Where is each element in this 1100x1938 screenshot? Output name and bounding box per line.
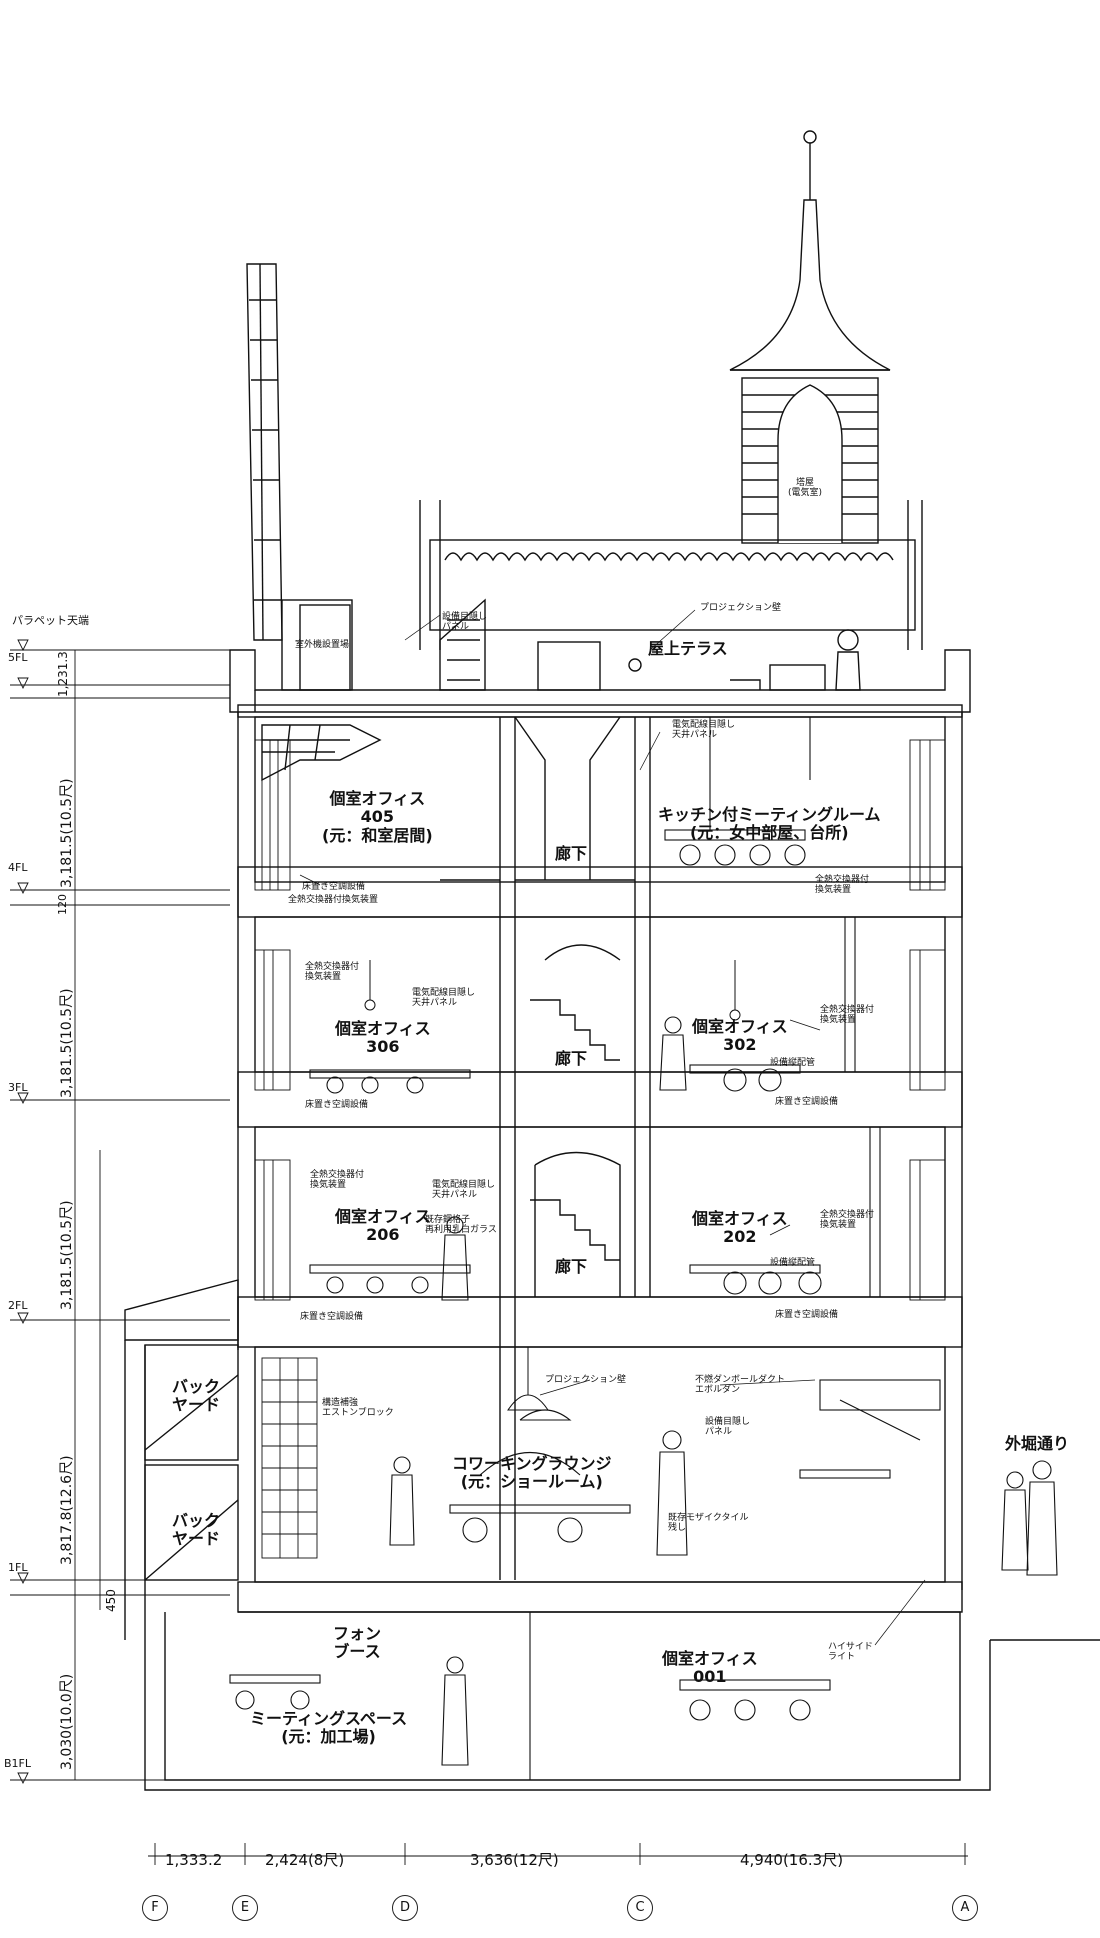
partitions bbox=[440, 716, 651, 1580]
bottom-dims bbox=[148, 1843, 968, 1865]
note-existing-glass: 既存鋼格子 再利用乳白ガラス bbox=[425, 1215, 497, 1236]
windows-left bbox=[254, 739, 318, 1559]
note-floor-ac405: 床置き空調設備 bbox=[302, 882, 366, 892]
level-lines bbox=[10, 639, 230, 1785]
grid-e: E bbox=[232, 1895, 258, 1921]
grid-a: A bbox=[952, 1895, 978, 1921]
note-floor-ac206: 床置き空調設備 bbox=[300, 1312, 364, 1322]
dim-e-d: 2,424(8尺) bbox=[265, 1851, 345, 1869]
dim-d-c: 3,636(12尺) bbox=[470, 1851, 559, 1869]
note-equip-panel: 設備目隠し パネル bbox=[442, 612, 488, 633]
room-office306: 個室オフィス 306 bbox=[335, 1019, 431, 1057]
note-vent405: 全熱交換器付換気装置 bbox=[288, 895, 379, 905]
dim-2f: 3,181.5(10.5尺) bbox=[59, 1200, 75, 1310]
note-struct-wall: 構造補強 エストンブロック bbox=[322, 1398, 394, 1419]
room-office206: 個室オフィス 206 bbox=[335, 1207, 431, 1245]
backyard-annex bbox=[124, 1279, 239, 1640]
note-elec206: 電気配線目隠し 天井パネル bbox=[432, 1180, 496, 1201]
note-vent306: 全熱交換器付 換気装置 bbox=[305, 962, 360, 983]
note-elec306: 電気配線目隠し 天井パネル bbox=[412, 988, 476, 1009]
note-floor-ac306: 床置き空調設備 bbox=[305, 1100, 369, 1110]
room-coworking: コワーキングラウンジ (元：ショールーム) bbox=[452, 1454, 612, 1492]
dim-120: 120 bbox=[56, 894, 69, 915]
note-elec-panel4: 電気配線目隠し 天井パネル bbox=[672, 720, 736, 741]
room-backyard-1: バック ヤード bbox=[172, 1377, 221, 1415]
label-street: 外堀通り bbox=[1005, 1434, 1070, 1453]
room-kitchen-meeting: キッチン付ミーティングルーム (元：女中部屋、台所) bbox=[658, 805, 881, 843]
note-floor-ac302: 床置き空調設備 bbox=[775, 1097, 839, 1107]
level-b1fl: B1FL bbox=[4, 1757, 32, 1770]
note-vent-kitchen: 全熱交換器付 換気装置 bbox=[815, 875, 870, 896]
room-corridor3: 廊下 bbox=[555, 1049, 588, 1068]
dim-450: 450 bbox=[104, 1589, 118, 1612]
room-backyard-2: バック ヤード bbox=[172, 1511, 221, 1549]
room-office302: 個室オフィス 302 bbox=[692, 1017, 788, 1055]
note-mosaic: 既存モザイクタイル 残し bbox=[668, 1513, 749, 1534]
level-2fl: 2FL bbox=[8, 1299, 28, 1312]
roof-terrace bbox=[229, 598, 971, 713]
room-tower: 塔屋 (電気室) bbox=[788, 478, 823, 499]
room-office001: 個室オフィス 001 bbox=[662, 1649, 758, 1687]
dim-1f: 3,817.8(12.6尺) bbox=[59, 1455, 75, 1565]
grid-f: F bbox=[142, 1895, 168, 1921]
room-roof-terrace: 屋上テラス bbox=[648, 639, 728, 658]
note-equip-pipe302: 設備縦配管 bbox=[770, 1058, 816, 1068]
grid-c: C bbox=[627, 1895, 653, 1921]
level-3fl: 3FL bbox=[8, 1081, 28, 1094]
level-1fl: 1FL bbox=[8, 1561, 28, 1574]
dim-c-a: 4,940(16.3尺) bbox=[740, 1851, 844, 1869]
dim-top: 1,231.3 bbox=[56, 651, 70, 697]
tower bbox=[729, 130, 891, 544]
furniture bbox=[229, 717, 941, 1780]
pendants bbox=[364, 960, 741, 1411]
note-equip-panel1f: 設備目隠し パネル bbox=[705, 1417, 751, 1438]
people bbox=[389, 1016, 1058, 1766]
dim-4f: 3,181.5(10.5尺) bbox=[59, 778, 75, 888]
windows-right bbox=[909, 739, 946, 1301]
room-office405: 個室オフィス 405 (元：和室居間) bbox=[322, 789, 433, 845]
grid-d: D bbox=[392, 1895, 418, 1921]
dim-b1: 3,030(10.0尺) bbox=[59, 1673, 75, 1770]
note-projection-1f: プロジェクション壁 bbox=[545, 1375, 627, 1385]
building-outline bbox=[144, 704, 1100, 1791]
roof-parapet bbox=[419, 500, 923, 650]
dim-f-e: 1,333.2 bbox=[165, 1851, 223, 1869]
room-corridor4: 廊下 bbox=[555, 844, 588, 863]
note-floor-ac202: 床置き空調設備 bbox=[775, 1310, 839, 1320]
note-duct: 不燃ダンボールダクト エボルダン bbox=[695, 1375, 786, 1396]
chimney bbox=[246, 263, 283, 641]
room-corridor2: 廊下 bbox=[555, 1257, 588, 1276]
note-projection-roof: プロジェクション壁 bbox=[700, 603, 782, 613]
note-vent202: 全熱交換器付 換気装置 bbox=[820, 1210, 875, 1231]
leaders bbox=[299, 609, 926, 1646]
note-highside: ハイサイド ライト bbox=[828, 1642, 873, 1663]
room-office202: 個室オフィス 202 bbox=[692, 1209, 788, 1247]
note-equip-pipe202: 設備縦配管 bbox=[770, 1258, 816, 1268]
note-vent206: 全熱交換器付 換気装置 bbox=[310, 1170, 365, 1191]
dim-3f: 3,181.5(10.5尺) bbox=[59, 988, 75, 1098]
note-outdoor-unit: 室外機設置場 bbox=[295, 640, 350, 650]
office405-ceiling bbox=[261, 724, 382, 782]
level-parapet: パラペット天端 bbox=[12, 614, 89, 627]
level-4fl: 4FL bbox=[8, 861, 28, 874]
note-vent302: 全熱交換器付 換気装置 bbox=[820, 1005, 875, 1026]
room-phone-booth: フォン ブース bbox=[333, 1624, 382, 1662]
level-rfl: 5FL bbox=[8, 651, 28, 664]
room-meeting-space: ミーティングスペース (元：加工場) bbox=[250, 1709, 408, 1747]
